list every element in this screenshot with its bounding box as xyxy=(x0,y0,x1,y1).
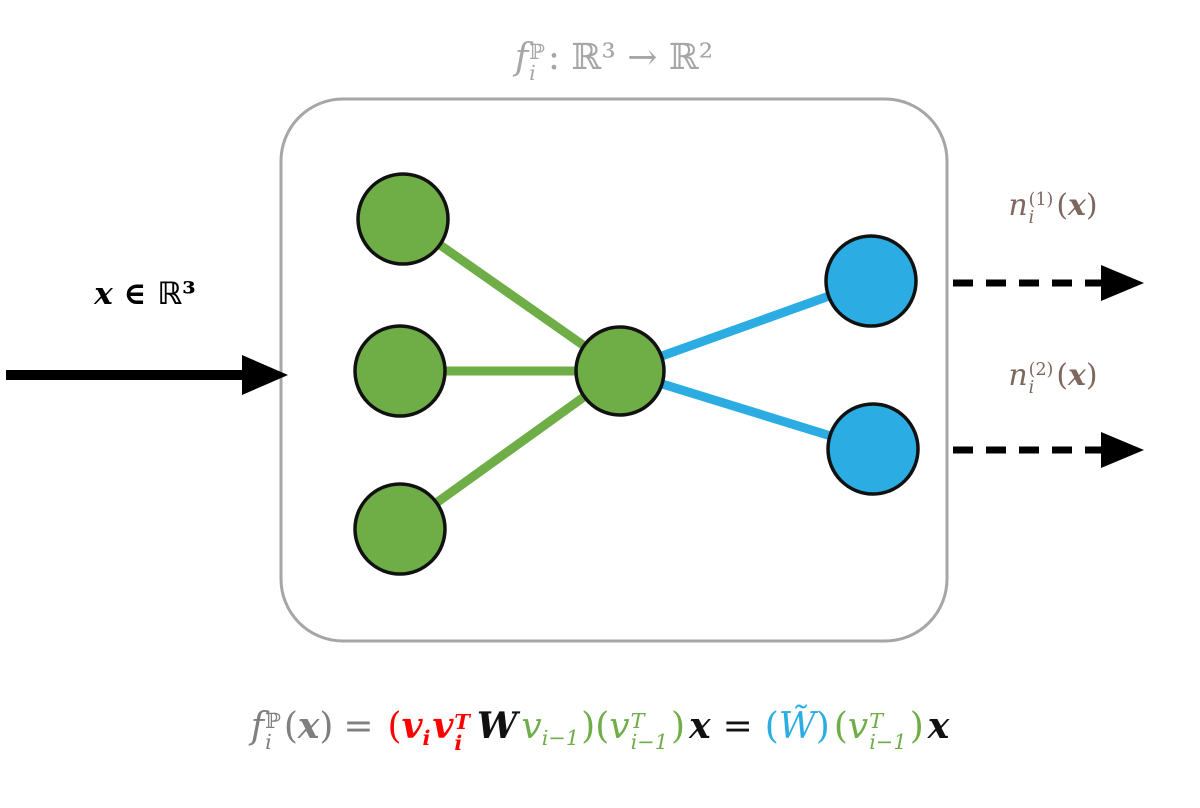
title-mapping: : ℝ³ → ℝ² xyxy=(547,37,714,78)
eq-equals-2: = xyxy=(722,706,753,747)
input-node-1 xyxy=(356,172,450,266)
output-arrow-2-head xyxy=(1101,432,1144,468)
function-box xyxy=(279,97,949,643)
output-node-2 xyxy=(826,402,920,496)
output-label-1-supsub: (1)i xyxy=(1028,190,1054,228)
eq-W: W xyxy=(476,705,518,747)
title-f: f xyxy=(514,37,529,78)
hidden-node xyxy=(574,325,666,417)
output-label-2-supsub: (2)i xyxy=(1028,360,1054,398)
output-label-1: n(1)i(x) xyxy=(1008,188,1098,228)
input-arrow-head xyxy=(242,355,288,395)
output-label-2: n(2)i(x) xyxy=(1008,358,1098,398)
input-label-x: x xyxy=(94,276,113,312)
output-node-1 xyxy=(824,234,918,328)
input-node-3 xyxy=(353,482,447,576)
eq-W-tilde: W̃ xyxy=(778,706,816,747)
output-arrow-1-head xyxy=(1101,265,1144,301)
input-label: x ∈ ℝ³ xyxy=(30,276,260,312)
input-label-space: ∈ ℝ³ xyxy=(112,276,196,312)
eq-x-2: x xyxy=(927,705,950,747)
eq-blue-part: (W̃) xyxy=(764,706,830,747)
input-node-2 xyxy=(353,324,447,418)
eq-x-1: x xyxy=(689,705,711,747)
